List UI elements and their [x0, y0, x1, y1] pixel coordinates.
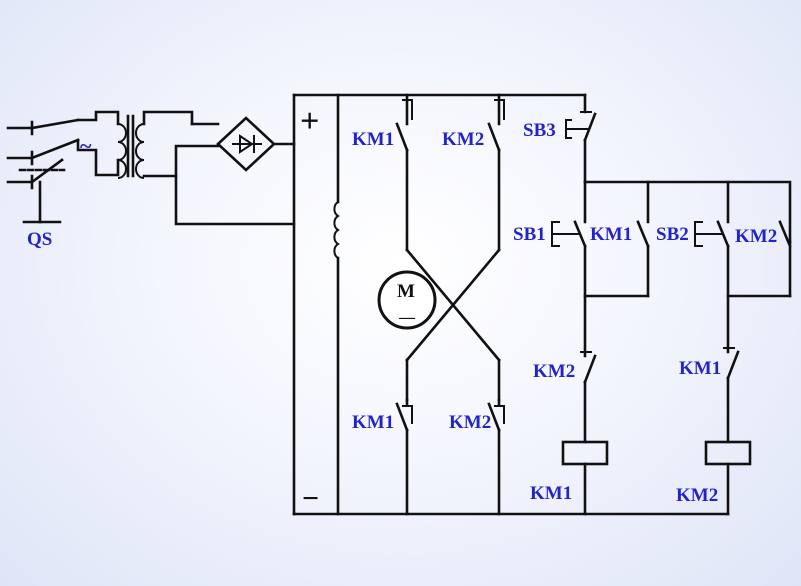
bridge-rectifier	[174, 116, 296, 226]
km2-coil	[704, 440, 752, 516]
km2-bottom-contact	[487, 398, 505, 516]
control-top-rail	[583, 180, 792, 244]
km1-hold-label: KM1	[590, 224, 632, 245]
km1-bottom-label: KM1	[352, 412, 394, 433]
field-winding	[333, 93, 340, 516]
qs-label: QS	[27, 229, 52, 250]
km1-hold-contact	[636, 180, 650, 298]
km1-bottom-contact	[395, 398, 413, 516]
ac-symbol: ~	[80, 133, 92, 158]
sb2-start-button	[694, 180, 730, 298]
km1-top-contact	[395, 93, 413, 252]
km2-coil-label: KM2	[676, 485, 718, 506]
forward-branch-join	[583, 294, 650, 354]
sb2-label: SB2	[656, 224, 689, 245]
motor-label: M	[397, 281, 415, 302]
km1-coil-label: KM1	[530, 483, 572, 504]
sb3-stop-button	[565, 93, 597, 184]
sb1-label: SB1	[513, 224, 546, 245]
sb3-label: SB3	[523, 120, 556, 141]
km2-bottom-label: KM2	[449, 412, 491, 433]
km1-interlock-label: KM1	[679, 358, 721, 379]
km2-hold-label: KM2	[735, 226, 777, 247]
motor	[377, 270, 437, 330]
km2-top-contact	[487, 93, 505, 252]
minus-terminal: −	[302, 482, 319, 515]
qs-switch	[6, 118, 80, 224]
km2-interlock-label: KM2	[533, 361, 575, 382]
km1-interlock-contact	[723, 346, 740, 444]
km1-coil	[561, 440, 609, 516]
km2-hold-contact	[778, 220, 792, 298]
transformer	[76, 110, 194, 179]
reverse-branch-join	[726, 294, 792, 350]
sb1-start-button	[551, 180, 587, 298]
km2-interlock-contact	[580, 350, 597, 444]
motor-cross-wiring	[405, 248, 501, 402]
motor-minus: —	[398, 309, 416, 326]
km2-top-label: KM2	[442, 129, 484, 150]
plus-terminal: +	[300, 103, 319, 140]
km1-top-label: KM1	[352, 129, 394, 150]
